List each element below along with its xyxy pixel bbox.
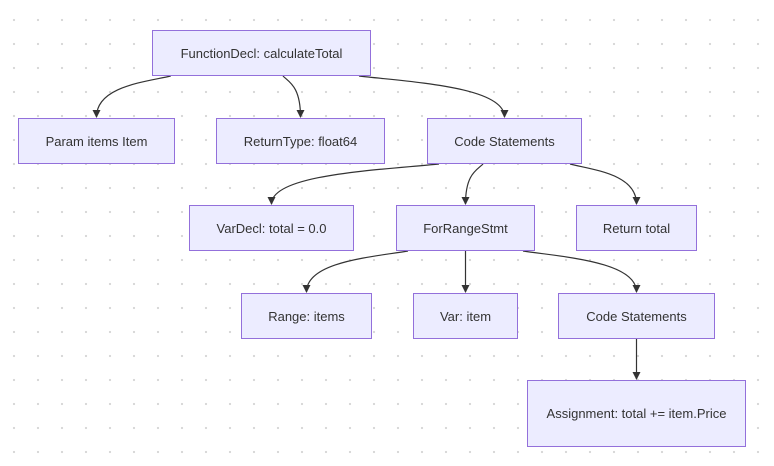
node-label: Param items Item: [45, 133, 148, 149]
node-var-decl[interactable]: VarDecl: total = 0.0: [189, 205, 354, 251]
node-param-items[interactable]: Param items Item: [18, 118, 175, 164]
node-label: Code Statements: [586, 308, 687, 324]
edge-n4-n5: [267, 163, 440, 205]
node-label: FunctionDecl: calculateTotal: [180, 45, 343, 61]
edge-n4-n7: [569, 163, 641, 205]
edge-n6-n8: [302, 250, 409, 293]
node-return-type[interactable]: ReturnType: float64: [216, 118, 385, 164]
node-label: ForRangeStmt: [423, 220, 508, 236]
node-function-decl[interactable]: FunctionDecl: calculateTotal: [152, 30, 371, 76]
node-return-total[interactable]: Return total: [576, 205, 697, 251]
node-var-item[interactable]: Var: item: [413, 293, 518, 339]
node-label: VarDecl: total = 0.0: [216, 220, 327, 236]
node-range-items[interactable]: Range: items: [241, 293, 372, 339]
edge-n6-n10: [522, 250, 641, 293]
edge-n1-n4: [358, 75, 509, 118]
node-assignment[interactable]: Assignment: total += item.Price: [527, 380, 746, 447]
node-for-range-stmt[interactable]: ForRangeStmt: [396, 205, 535, 251]
node-code-statements[interactable]: Code Statements: [427, 118, 582, 164]
node-label: Assignment: total += item.Price: [546, 406, 727, 421]
node-label: Code Statements: [454, 133, 555, 149]
node-label: Var: item: [439, 308, 492, 324]
edge-n4-n6: [461, 163, 484, 205]
edge-n1-n2: [92, 75, 171, 118]
edge-n1-n3: [282, 75, 305, 118]
node-label: Return total: [602, 220, 671, 236]
node-label: ReturnType: float64: [243, 133, 358, 149]
node-inner-code-statements[interactable]: Code Statements: [558, 293, 715, 339]
node-label: Range: items: [268, 308, 345, 324]
